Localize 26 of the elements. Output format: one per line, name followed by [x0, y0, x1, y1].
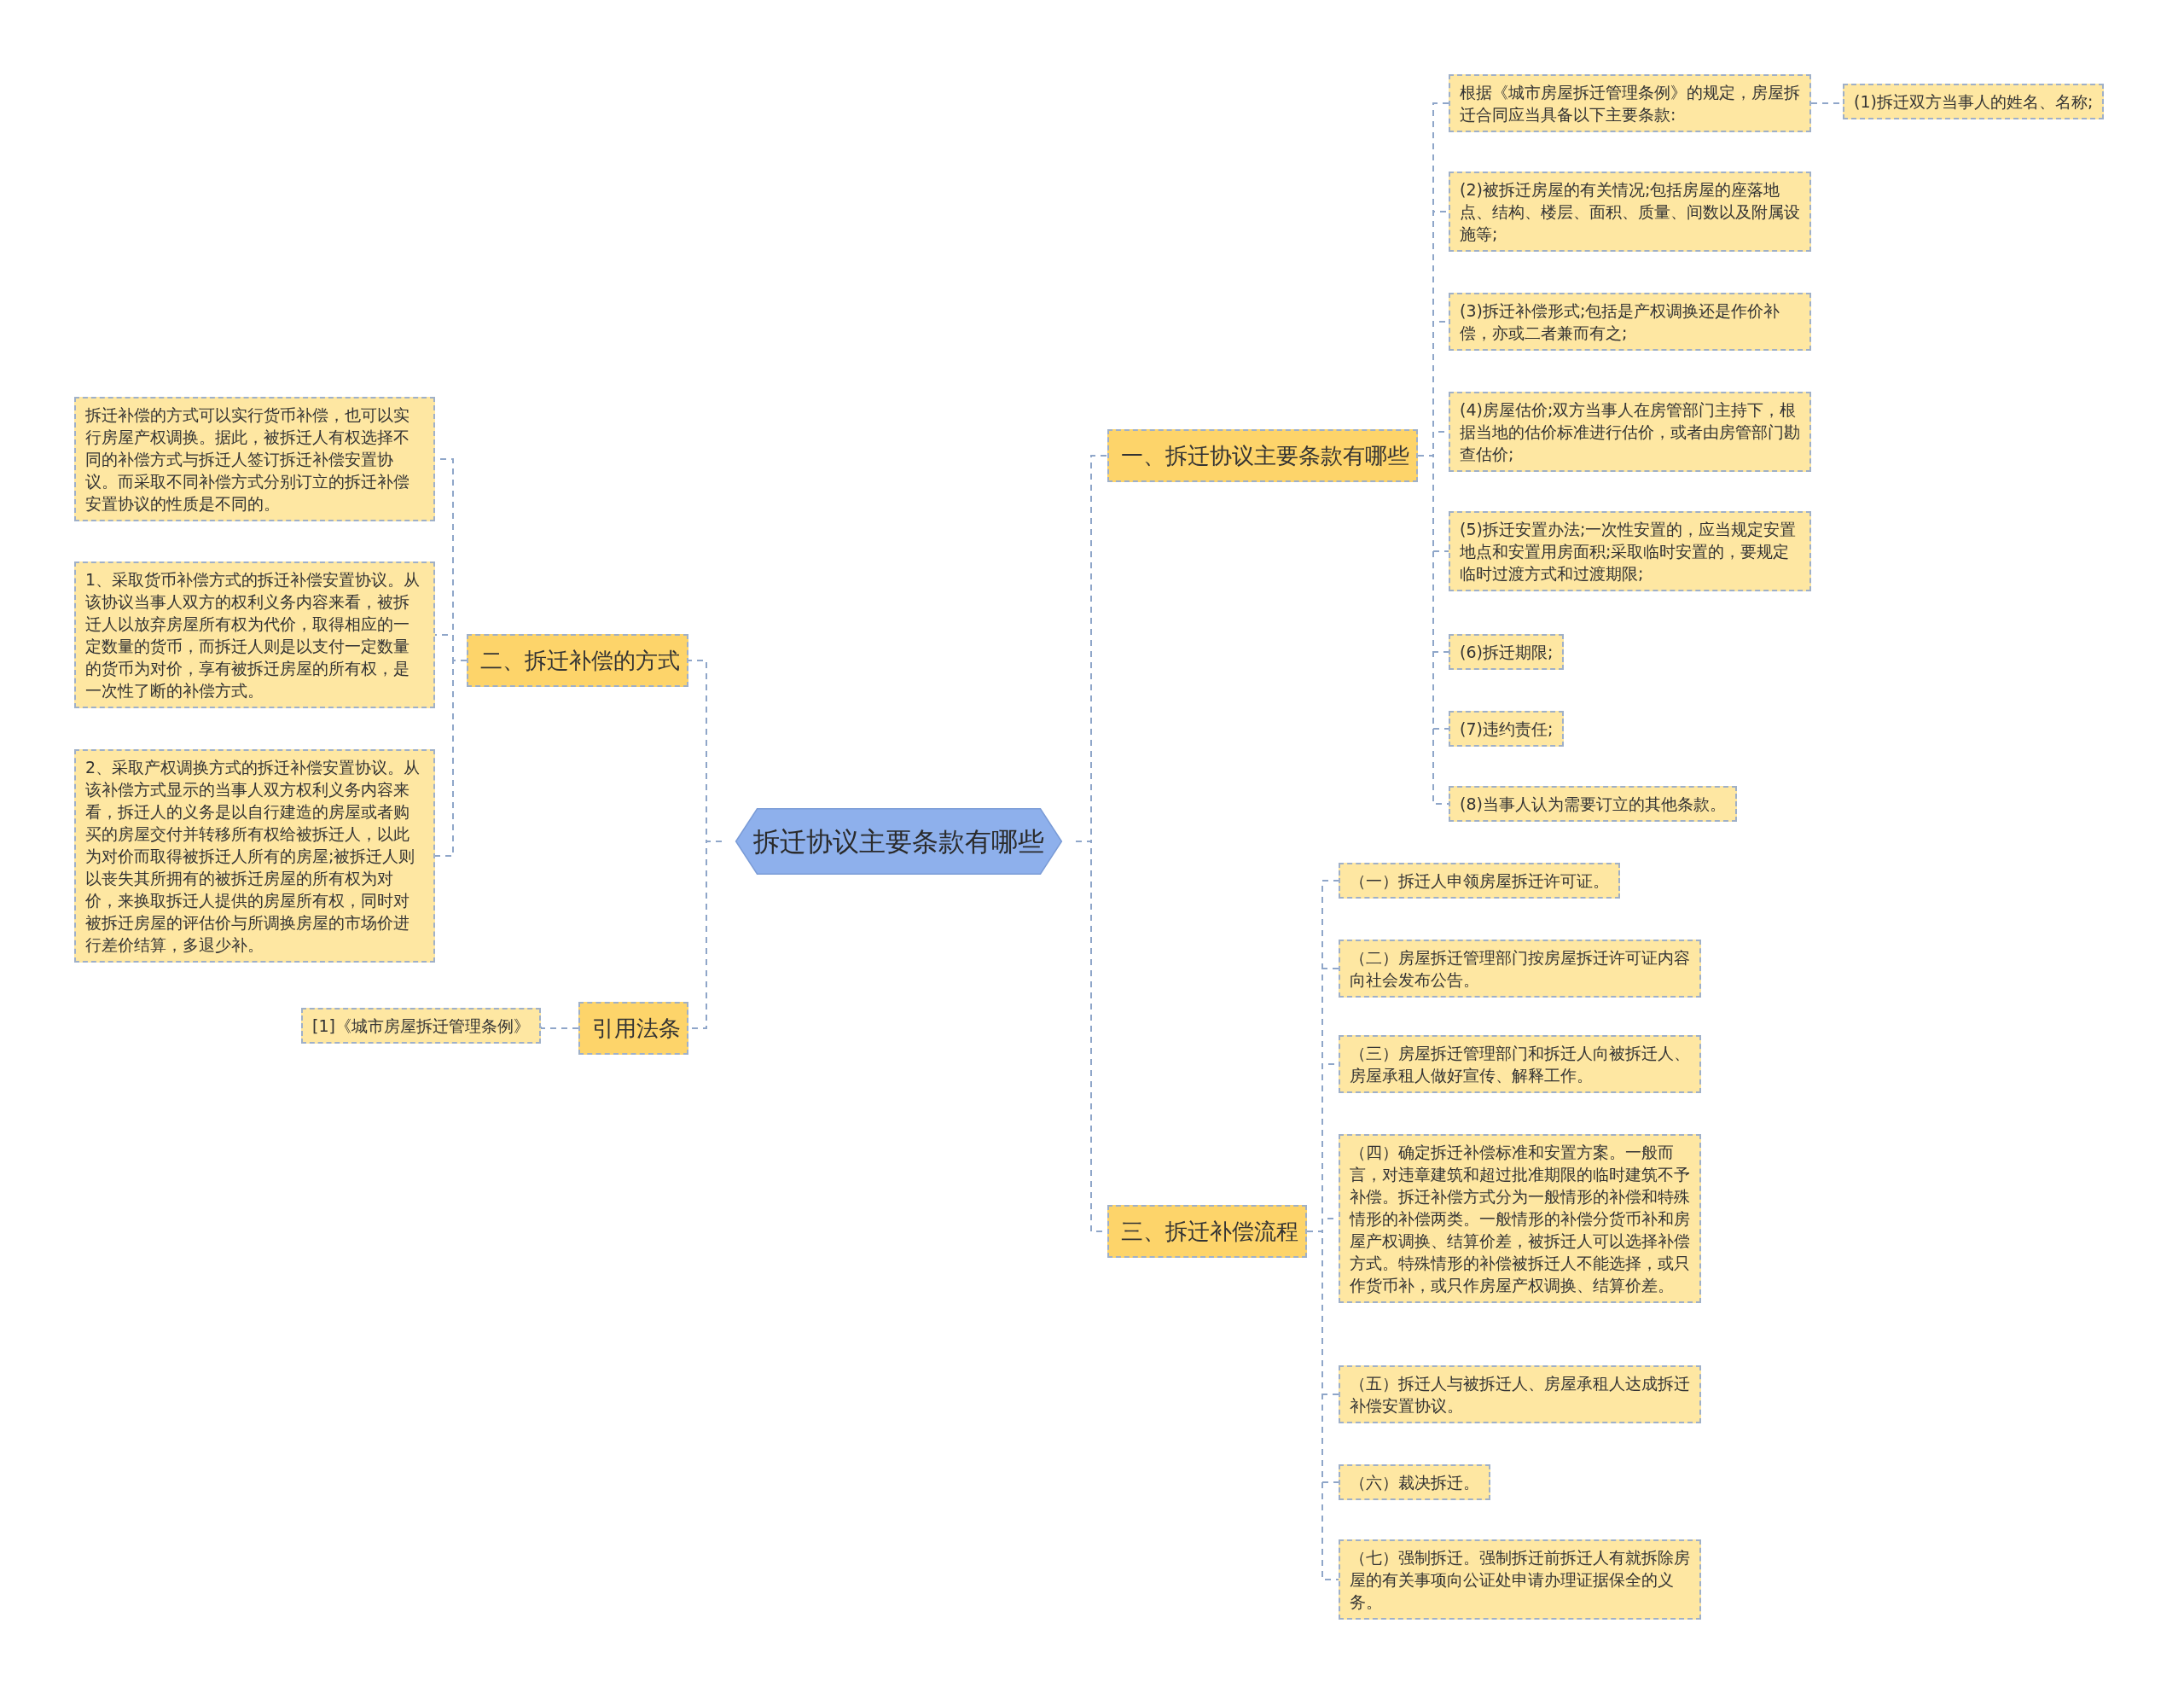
leaf-text-box: 1、采取货币补偿方式的拆迁补偿安置协议。从该协议当事人双方的权利义务内容来看，被拆迁人以放弃房屋所有权为代价，取得相应的一定数量的货币，而拆迁人则是以支付一定数量的货币为对价，享有被拆迁房屋的所有权，是一次性了断的补偿方式。 — [74, 561, 435, 708]
leaf-text-box: (8)当事人认为需要订立的其他条款。 — [1449, 786, 1737, 822]
connector-line — [540, 1025, 579, 1029]
leaf-text-box: （五）拆迁人与被拆迁人、房屋承租人达成拆迁补偿安置协议。 — [1339, 1365, 1701, 1423]
leaf-text-box: （二）房屋拆迁管理部门按房屋拆迁许可证内容向社会发布公告。 — [1339, 940, 1701, 998]
leaf-text-box: (4)房屋估价;双方当事人在房管部门主持下，根据当地的估价标准进行估价，或者由房管部门勘查估价; — [1449, 392, 1811, 472]
leaf-text-box: （一）拆迁人申领房屋拆迁许可证。 — [1339, 863, 1620, 899]
leaf-text-box: (3)拆迁补偿形式;包括是产权调换还是作价补偿，亦或二者兼而有之; — [1449, 293, 1811, 351]
leaf-text-box: (6)拆迁期限; — [1449, 634, 1565, 670]
leaf-text-box: （七）强制拆迁。强制拆迁前拆迁人有就拆除房屋的有关事项向公证处申请办理证据保全的义务。 — [1339, 1539, 1701, 1620]
branch-topic-box: 引用法条 — [578, 1002, 688, 1055]
leaf-text-box: 2、采取产权调换方式的拆迁补偿安置协议。从该补偿方式显示的当事人双方权利义务内容来看，拆迁人的义务是以自行建造的房屋或者购买的房屋交付并转移所有权给被拆迁人，以此为对价而取得被拆迁人所有的房屋;被拆迁人则以丧失其所拥有的被拆迁房屋的所有权为对价，来换取拆迁人提供的房屋所有权，同时对被拆迁房屋的评估价与所调换房屋的市场价进行差价结算，多退少补。 — [74, 749, 435, 963]
leaf-text-box: (1)拆迁双方当事人的姓名、名称; — [1843, 84, 2105, 119]
leaf-text-box: （四）确定拆迁补偿标准和安置方案。一般而言，对违章建筑和超过批准期限的临时建筑不予补偿。拆迁补偿方式分为一般情形的补偿和特殊情形的补偿两类。一般情形的补偿分货币补和房屋产权调换、结算价差，被拆迁人可以选择补偿方式。特殊情形的补偿被拆迁人不能选择，或只作货币补，或只作房屋产权调换、结算价差。 — [1339, 1134, 1701, 1303]
leaf-text-box: [1]《城市房屋拆迁管理条例》 — [301, 1008, 541, 1044]
leaf-text-box: (7)违约责任; — [1449, 711, 1565, 747]
leaf-text-box: （六）裁决拆迁。 — [1339, 1464, 1490, 1500]
leaf-text-box: (5)拆迁安置办法;一次性安置的，应当规定安置地点和安置用房面积;采取临时安置的，要规定临时过渡方式和过渡期限; — [1449, 511, 1811, 591]
branch-topic-box: 一、拆迁协议主要条款有哪些 — [1107, 429, 1418, 482]
leaf-text-box: 根据《城市房屋拆迁管理条例》的规定，房屋拆迁合同应当具备以下主要条款: — [1449, 74, 1811, 132]
branch-topic-box: 三、拆迁补偿流程 — [1107, 1205, 1307, 1258]
branch-topic-box: 二、拆迁补偿的方式 — [467, 634, 688, 687]
leaf-text-box: (2)被拆迁房屋的有关情况;包括房屋的座落地点、结构、楼层、面积、质量、间数以及附属设施等; — [1449, 172, 1811, 252]
leaf-text-box: 拆迁补偿的方式可以实行货币补偿，也可以实行房屋产权调换。据此，被拆迁人有权选择不同的补偿方式与拆迁人签订拆迁补偿安置协议。而采取不同补偿方式分别订立的拆迁补偿安置协议的性质是不同的。 — [74, 397, 435, 521]
connector-line — [434, 660, 468, 857]
leaf-text-box: （三）房屋拆迁管理部门和拆迁人向被拆迁人、房屋承租人做好宣传、解释工作。 — [1339, 1035, 1701, 1093]
